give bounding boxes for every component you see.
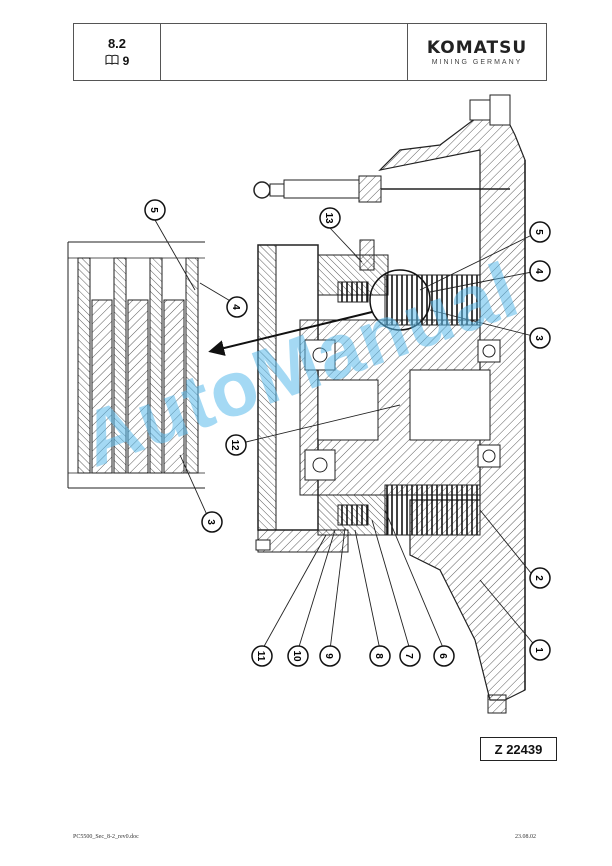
svg-text:4: 4 <box>230 304 241 310</box>
page-indicator: 9 <box>105 54 130 68</box>
callout-8: 8 <box>369 645 391 667</box>
svg-text:3: 3 <box>205 519 216 525</box>
svg-text:6: 6 <box>437 653 448 659</box>
header-box: 8.2 9 KOMATSU MINING GERMANY <box>73 23 547 81</box>
svg-text:3: 3 <box>533 335 544 341</box>
callout-6: 6 <box>433 645 455 667</box>
svg-text:7: 7 <box>403 653 414 659</box>
header-title-cell <box>161 24 408 80</box>
callout-1: 1 <box>529 639 551 661</box>
callout-3-detail: 3 <box>201 511 223 533</box>
footer-filename: PC5500_Sec_8-2_rev0.doc <box>73 834 139 840</box>
svg-text:5: 5 <box>148 207 159 213</box>
svg-text:4: 4 <box>533 268 544 274</box>
sensor-assembly <box>253 175 510 271</box>
svg-text:2: 2 <box>533 575 544 581</box>
svg-text:12: 12 <box>229 439 240 451</box>
callout-11: 11 <box>251 645 273 667</box>
svg-text:8: 8 <box>373 653 384 659</box>
svg-text:10: 10 <box>291 650 302 662</box>
callout-7: 7 <box>399 645 421 667</box>
shaft-hub <box>299 319 501 496</box>
callout-13: 13 <box>319 207 341 229</box>
housing <box>378 94 526 714</box>
leader-lines <box>154 219 539 651</box>
brand-logo: KOMATSU <box>426 38 528 58</box>
callout-3: 3 <box>529 327 551 349</box>
detail-arrow <box>208 311 373 356</box>
page-number: 9 <box>122 54 130 68</box>
book-icon <box>105 54 119 68</box>
section-number: 8.2 <box>107 36 127 51</box>
svg-text:11: 11 <box>255 651 266 662</box>
callout-4-detail: 4 <box>226 296 248 318</box>
footer-date: 23.08.02 <box>515 834 536 840</box>
callout-2: 2 <box>529 567 551 589</box>
callout-12: 12 <box>225 434 247 456</box>
svg-text:5: 5 <box>533 229 544 235</box>
callouts: 5 4 3 13 5 4 3 12 2 1 11 10 9 8 7 6 <box>144 199 551 667</box>
detail-view <box>67 241 205 489</box>
callout-4: 4 <box>529 260 551 282</box>
callout-10: 10 <box>287 645 309 667</box>
svg-text:1: 1 <box>533 647 544 653</box>
callout-5-detail: 5 <box>144 199 166 221</box>
svg-text:9: 9 <box>323 653 334 659</box>
brand-subtitle: MINING GERMANY <box>431 59 523 66</box>
callout-5: 5 <box>529 221 551 243</box>
drawing-reference: Z 22439 <box>480 737 557 761</box>
callout-9: 9 <box>319 645 341 667</box>
upper-piston-area <box>317 254 481 331</box>
header-logo-cell: KOMATSU MINING GERMANY <box>408 24 546 80</box>
svg-text:13: 13 <box>323 212 334 224</box>
header-section-cell: 8.2 9 <box>74 24 161 80</box>
